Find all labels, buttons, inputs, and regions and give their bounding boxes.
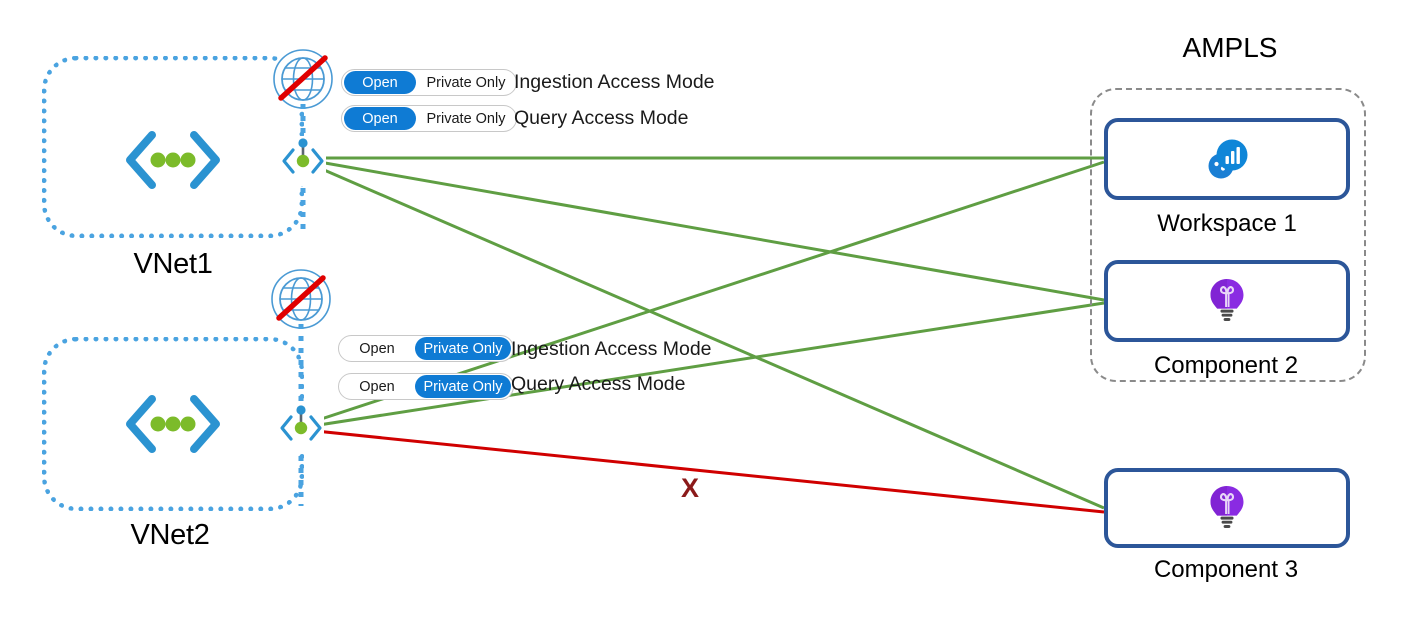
toggle-vnet1-ingestion[interactable]: Open Private Only xyxy=(341,69,517,96)
toggle-option-private-only[interactable]: Private Only xyxy=(426,110,506,127)
toggle-option-private-only[interactable]: Private Only xyxy=(415,375,511,398)
log-analytics-workspace-icon xyxy=(1208,139,1248,179)
resource-label-component2: Component 2 xyxy=(1153,352,1299,379)
application-insights-bulb-icon xyxy=(1210,486,1244,528)
label-vnet2-ingestion-access-mode: Ingestion Access Mode xyxy=(511,338,712,360)
toggle-option-open[interactable]: Open xyxy=(359,378,395,395)
vnet1-label: VNet1 xyxy=(133,248,213,280)
toggle-vnet1-query[interactable]: Open Private Only xyxy=(341,105,517,132)
toggle-vnet2-ingestion[interactable]: Open Private Only xyxy=(338,335,514,362)
ampls-boundary xyxy=(1090,88,1366,382)
label-vnet1-query-access-mode: Query Access Mode xyxy=(514,107,689,129)
vnet1-private-endpoint-icon xyxy=(280,136,326,186)
label-vnet2-query-access-mode: Query Access Mode xyxy=(511,373,686,395)
no-internet-globe-icon xyxy=(271,269,331,329)
resource-label-component3: Component 3 xyxy=(1153,556,1299,583)
resource-card-workspace1[interactable] xyxy=(1104,118,1350,200)
vnet-chevron-icon xyxy=(126,395,220,453)
toggle-option-open[interactable]: Open xyxy=(344,107,416,130)
link-vnet2-component3-blocked xyxy=(305,428,1105,514)
toggle-vnet2-query[interactable]: Open Private Only xyxy=(338,373,514,400)
toggle-option-private-only[interactable]: Private Only xyxy=(415,337,511,360)
ampls-title: AMPLS xyxy=(1182,32,1278,63)
toggle-option-private-only[interactable]: Private Only xyxy=(426,74,506,91)
vnet-chevron-icon xyxy=(126,131,220,189)
application-insights-bulb-icon xyxy=(1210,279,1244,321)
toggle-option-open[interactable]: Open xyxy=(359,340,395,357)
vnet2-private-endpoint-icon xyxy=(278,403,324,453)
vnet2-label: VNet2 xyxy=(130,519,210,551)
label-vnet1-ingestion-access-mode: Ingestion Access Mode xyxy=(514,71,715,93)
link-vnet1-component2 xyxy=(307,158,1105,302)
blocked-connection-x-marker: X xyxy=(681,473,700,503)
link-vnet2-component2 xyxy=(305,301,1105,429)
resource-label-workspace1: Workspace 1 xyxy=(1157,210,1297,237)
toggle-option-open[interactable]: Open xyxy=(344,71,416,94)
no-internet-globe-icon xyxy=(273,49,333,109)
